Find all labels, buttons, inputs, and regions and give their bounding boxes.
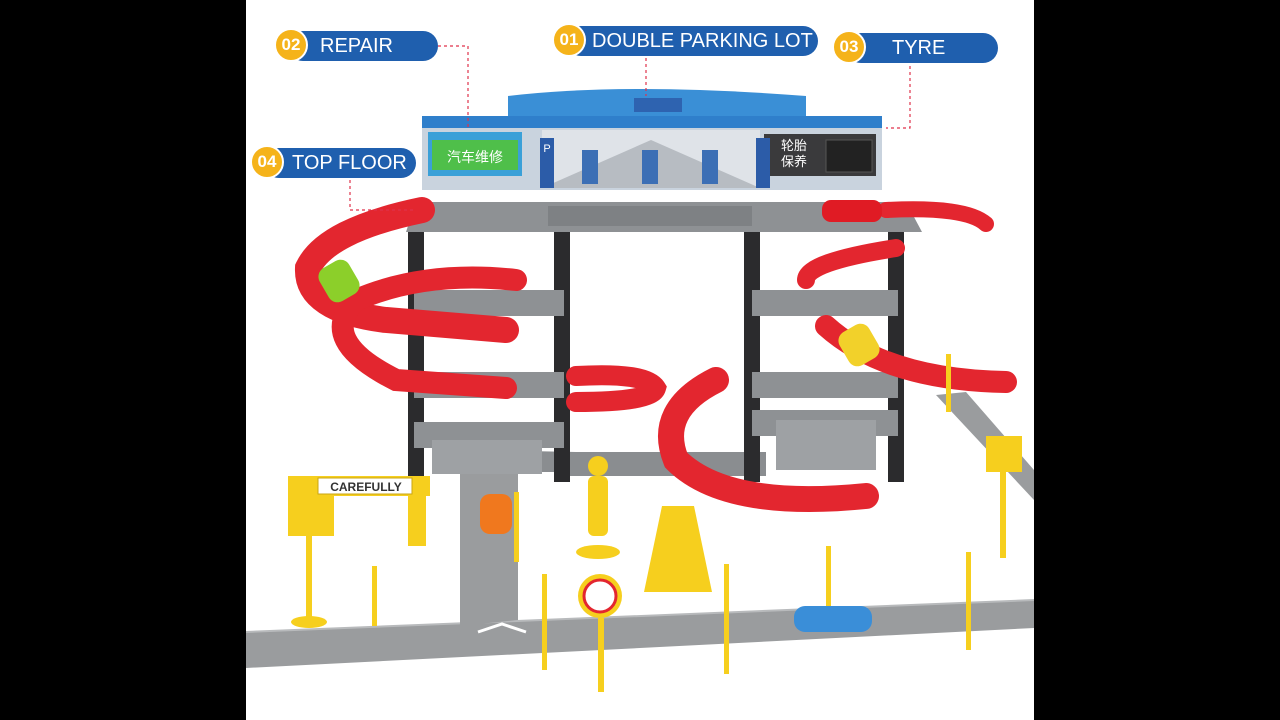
toy-cars bbox=[318, 200, 882, 632]
callout-repair: REPAIR 02 bbox=[274, 28, 440, 62]
callout-top-floor: TOP FLOOR 04 bbox=[250, 145, 416, 179]
product-photo: 汽车维修 轮胎 保养 P bbox=[246, 0, 1034, 720]
callout-double-parking-lot: DOUBLE PARKING LOT 01 bbox=[552, 23, 818, 57]
callout-repair-label: REPAIR bbox=[288, 31, 438, 61]
callout-repair-number: 02 bbox=[274, 28, 308, 62]
tyre-board-text-1: 轮胎 bbox=[781, 138, 807, 153]
callout-double-parking-lot-number: 01 bbox=[552, 23, 586, 57]
yellow-accessories: CAREFULLY bbox=[288, 354, 1022, 692]
callout-top-floor-number: 04 bbox=[250, 145, 284, 179]
tyre-board-text-2: 保养 bbox=[781, 154, 807, 169]
callout-tyre-label: TYRE bbox=[846, 33, 998, 63]
repair-board-text: 汽车维修 bbox=[447, 149, 503, 165]
top-billboard: 汽车维修 轮胎 保养 P bbox=[422, 89, 882, 190]
red-spiral-ramps bbox=[295, 197, 1017, 513]
callout-tyre: TYRE 03 bbox=[832, 30, 998, 64]
parking-garage-toy-illustration: 汽车维修 轮胎 保养 P bbox=[246, 45, 1034, 692]
callout-top-floor-label: TOP FLOOR bbox=[264, 148, 416, 178]
parking-sign-left: P bbox=[543, 143, 550, 155]
callout-double-parking-lot-label: DOUBLE PARKING LOT bbox=[566, 26, 818, 56]
road-track bbox=[246, 392, 1034, 668]
callout-tyre-number: 03 bbox=[832, 30, 866, 64]
carefully-sign-text: CAREFULLY bbox=[330, 480, 402, 494]
